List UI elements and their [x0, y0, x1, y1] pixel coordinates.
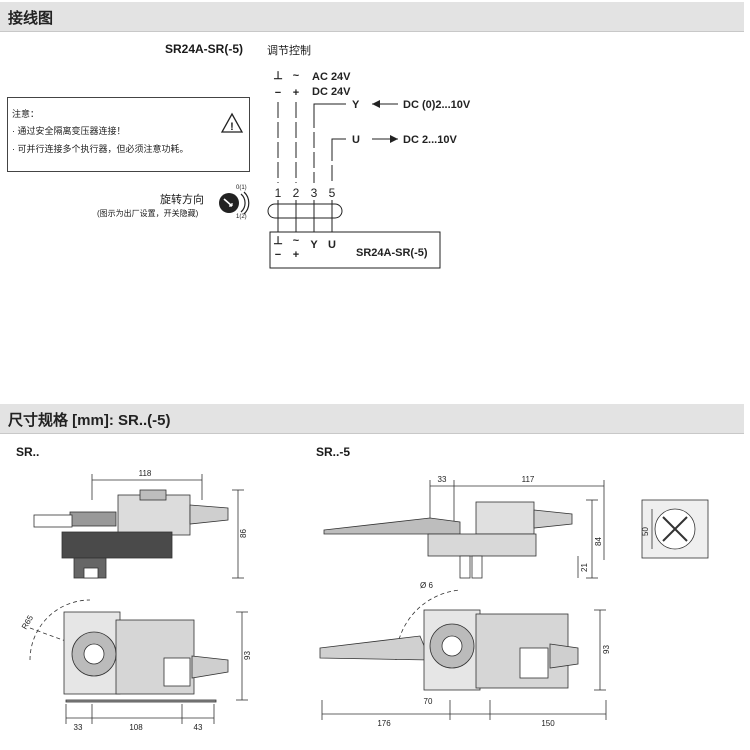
control-mode-label: 调节控制: [267, 45, 311, 57]
box-sym-minus: −: [275, 249, 281, 261]
terminal-number-3: 3: [311, 186, 318, 200]
terminal-number-2: 2: [293, 186, 300, 200]
left-variant-label: SR..: [16, 445, 40, 459]
signal-y-label: Y: [352, 99, 360, 111]
sym-minus-top: −: [275, 87, 281, 99]
right-dimension-drawing: 33 117 84 21 Ø 6 93 70 176 150 50: [319, 475, 709, 728]
rotation-direction-icon: [219, 191, 250, 215]
rotation-mark-1: 1(2): [236, 214, 247, 220]
dim-right-150: 150: [541, 719, 555, 728]
dim-right-84: 84: [594, 537, 603, 546]
dimensions-section-title: 尺寸规格 [mm]: SR..(-5): [8, 412, 171, 429]
caution-note-box: 注意： · 通过安全隔离变压器连接！ · 可并行连接多个执行器，但必须注意功耗。…: [7, 97, 250, 172]
dim-left-33: 33: [74, 723, 83, 732]
box-terminal-y: Y: [310, 239, 318, 251]
sym-ground-top: ⊥: [273, 70, 283, 82]
rotation-mark-0: 0(1): [236, 185, 247, 191]
sym-plus-top: +: [293, 87, 299, 99]
right-variant-label: SR..-5: [316, 445, 351, 459]
signal-y-range: DC (0)2...10V: [403, 99, 471, 111]
box-sym-tilde: ~: [293, 235, 300, 247]
box-model-label: SR24A-SR(-5): [356, 247, 428, 259]
dim-left-43: 43: [194, 723, 203, 732]
dim-right-93: 93: [602, 645, 611, 654]
dim-right-176: 176: [377, 719, 391, 728]
rotation-title: 旋转方向: [160, 194, 204, 206]
warning-mark: !: [230, 121, 234, 133]
wiring-section-title: 接线图: [8, 10, 54, 27]
box-sym-ground: ⊥: [273, 235, 283, 247]
wiring-schematic: ⊥ − ~ + AC 24V DC 24V Y DC (0)2...10V U …: [267, 70, 471, 269]
arrow-y: [372, 100, 380, 108]
dim-right-33: 33: [438, 475, 447, 484]
note-item-1: · 通过安全隔离变压器连接！: [12, 126, 126, 136]
dim-right-50: 50: [641, 527, 650, 536]
dim-left-r65: R65: [20, 613, 35, 631]
supply-dc-label: DC 24V: [312, 86, 351, 98]
box-sym-plus: +: [293, 249, 299, 261]
sym-tilde-top: ~: [293, 70, 300, 82]
dim-right-dia6: Ø 6: [420, 581, 433, 590]
note-title: 注意：: [12, 109, 40, 119]
note-item-2: · 可并行连接多个执行器，但必须注意功耗。: [12, 144, 189, 154]
signal-u-range: DC 2...10V: [403, 134, 457, 146]
dim-left-118: 118: [139, 469, 152, 478]
wiring-section-header: 接线图: [0, 2, 744, 32]
dim-left-93: 93: [243, 651, 252, 660]
warning-triangle-icon: !: [220, 112, 244, 133]
dim-right-117: 117: [522, 475, 535, 484]
arrow-u: [390, 135, 398, 143]
dim-left-108: 108: [129, 723, 143, 732]
dim-left-86: 86: [239, 529, 248, 538]
dim-right-21: 21: [580, 563, 589, 572]
model-title: SR24A-SR(-5): [165, 42, 244, 56]
supply-ac-label: AC 24V: [312, 71, 351, 83]
left-dimension-drawing: 118 86 R65 93 33 108 43: [20, 469, 252, 732]
signal-u-label: U: [352, 134, 360, 146]
box-terminal-u: U: [328, 239, 336, 251]
rotation-subtitle: (图示为出厂设置，开关隐藏): [97, 209, 199, 218]
dim-right-70: 70: [424, 697, 433, 706]
terminal-number-5: 5: [329, 186, 336, 200]
dimensions-section-header: 尺寸规格 [mm]: SR..(-5): [0, 404, 744, 434]
terminal-number-1: 1: [275, 186, 282, 200]
